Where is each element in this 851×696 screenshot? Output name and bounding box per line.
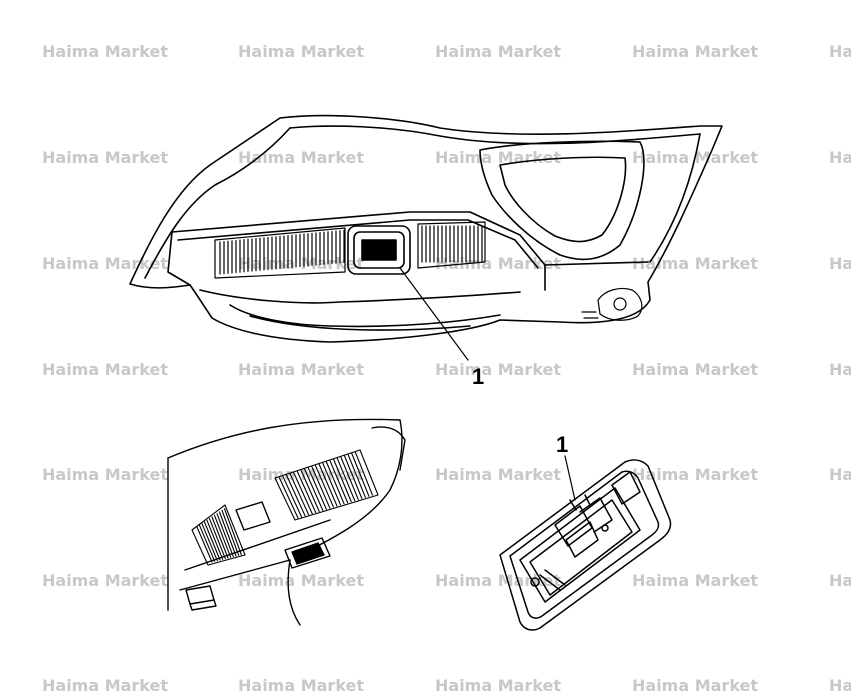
watermark-text: Haima Market (632, 465, 759, 484)
grille-slat (292, 471, 313, 515)
watermark-text: Haima Market (42, 676, 169, 695)
detail-lamp (284, 537, 331, 569)
callout-detail: 1 (556, 432, 568, 457)
grille-slat (282, 475, 303, 518)
watermark-text-partial: Ha (829, 42, 851, 61)
trim-panel-main-view: 1 (129, 114, 723, 389)
grille-slat (340, 456, 359, 501)
retaining-clip (581, 287, 643, 321)
leader-line-detail (564, 455, 576, 501)
luggage-lamp-housing (347, 225, 411, 275)
grille-slat (318, 463, 338, 507)
grille-slat (296, 470, 317, 514)
grille-slat (211, 516, 229, 559)
watermark-text: Haima Market (42, 42, 169, 61)
watermark-text: Haima Market (435, 676, 562, 695)
grille-slat (347, 453, 366, 498)
watermark-text: Haima Market (238, 465, 365, 484)
grille-slat (201, 523, 218, 562)
watermark-text: Haima Market (238, 42, 365, 61)
watermark-text-partial: Ha (829, 571, 851, 590)
detail-grille-large (274, 449, 379, 521)
grille-slat (289, 472, 310, 516)
watermark-text: Haima Market (435, 148, 562, 167)
trim-panel-outline (129, 114, 723, 343)
watermark-text-partial: Ha (829, 360, 851, 379)
grille-slat (300, 469, 320, 513)
watermark-text: Haima Market (42, 360, 169, 379)
grille-slat (216, 513, 234, 558)
grille-slat (221, 509, 240, 556)
watermark-text: Haima Market (632, 254, 759, 273)
grille-slat (218, 511, 237, 557)
watermark-text: Haima Market (238, 148, 365, 167)
watermark-text: Haima Market (435, 42, 562, 61)
grille-slat (196, 526, 213, 563)
grille-slat (223, 508, 242, 556)
watermark-text: Haima Market (632, 676, 759, 695)
grille-slat (314, 464, 335, 508)
grille-slat (311, 465, 331, 509)
watermark-text: Haima Market (435, 465, 562, 484)
grille-slat (325, 461, 345, 505)
watermark-text: Haima Market (435, 360, 562, 379)
grille-slat (343, 455, 363, 499)
lamp-unit-detail-view: 1 (499, 432, 672, 631)
watermark-text-partial: Ha (829, 148, 851, 167)
grille-slat (354, 451, 374, 496)
grille-slat (213, 514, 232, 558)
grille-slat (203, 521, 221, 561)
grille-left (214, 227, 346, 279)
watermark-text: Haima Market (238, 676, 365, 695)
watermark-text: Haima Market (238, 571, 365, 590)
detail-grille-small (191, 504, 246, 566)
watermark-text: Haima Market (632, 571, 759, 590)
watermark-text: Haima Market (632, 360, 759, 379)
detail-cover-plate (235, 501, 271, 531)
grille-slat (303, 468, 324, 511)
grille-slat (322, 462, 342, 506)
grille-slat (208, 518, 226, 560)
grille-slat (332, 458, 352, 503)
detail-bracket (185, 585, 217, 611)
watermark-text-partial: Ha (829, 465, 851, 484)
grille-slat (329, 459, 349, 504)
watermark-text: Haima Market (238, 360, 365, 379)
watermark-text-partial: Ha (829, 676, 851, 695)
grille-right (417, 221, 486, 269)
grille-slat (351, 452, 370, 497)
grille-slat (206, 519, 224, 560)
watermark-text: Haima Market (632, 42, 759, 61)
grille-slat (198, 524, 216, 562)
watermark-text: Haima Market (42, 148, 169, 167)
quarter-window-frame (479, 140, 645, 261)
watermark-text: Haima Market (42, 571, 169, 590)
leader-line-main (399, 267, 469, 361)
grille-slat (285, 474, 306, 517)
grille-slat (278, 476, 299, 519)
location-detail-view (167, 418, 406, 626)
callout-main: 1 (472, 364, 484, 389)
watermark-text: Haima Market (42, 465, 169, 484)
grille-slat (307, 466, 327, 510)
watermark-text-partial: Ha (829, 254, 851, 273)
grille-slat (336, 457, 356, 502)
